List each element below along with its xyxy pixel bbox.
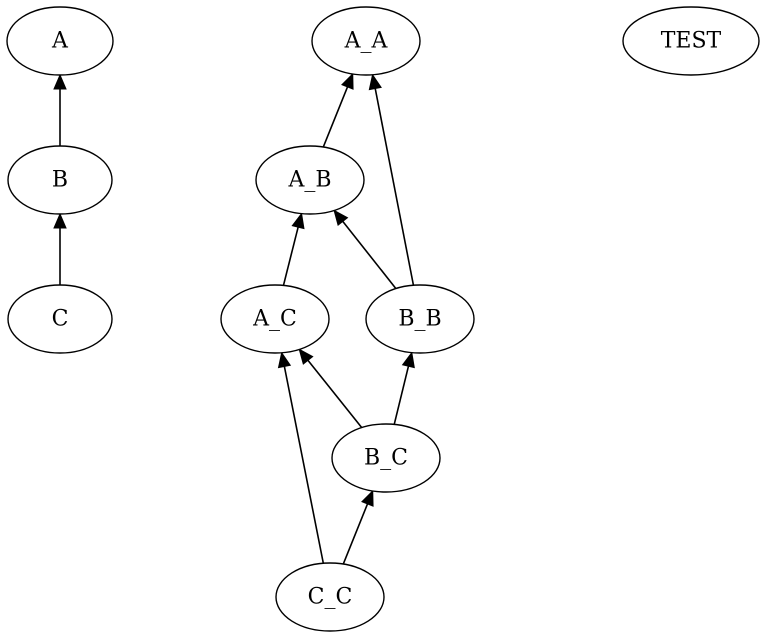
- arrowhead-icon: [401, 351, 415, 369]
- nodes-layer: A B C A_A A_B A_C B_B B_C: [6, 6, 760, 632]
- edge-line: [374, 88, 415, 286]
- edge-line: [322, 86, 349, 148]
- node-a-a[interactable]: A_A: [311, 6, 421, 76]
- node-b-c-shape: [331, 423, 441, 493]
- node-b-label: B: [52, 168, 68, 193]
- edge-b-to-a: [53, 73, 67, 146]
- node-c-label: C: [52, 307, 69, 332]
- arrowhead-icon: [341, 72, 354, 90]
- node-test-shape: [622, 6, 760, 76]
- node-a[interactable]: A: [6, 6, 114, 76]
- node-a-label: A: [51, 29, 69, 54]
- edge-c-c-to-a-c: [277, 351, 325, 564]
- node-c-c[interactable]: C_C: [275, 562, 385, 632]
- node-a-c[interactable]: A_C: [220, 284, 330, 354]
- arrowhead-icon: [298, 348, 314, 365]
- node-test[interactable]: TEST: [622, 6, 760, 76]
- arrowhead-icon: [53, 212, 67, 229]
- arrowhead-icon: [53, 73, 67, 90]
- node-c-c-shape: [275, 562, 385, 632]
- node-b-b-shape: [365, 284, 475, 354]
- node-b-b-label: B_B: [398, 307, 441, 332]
- node-b-shape: [7, 145, 113, 215]
- node-a-b[interactable]: A_B: [255, 145, 365, 215]
- node-c[interactable]: C: [7, 284, 113, 354]
- node-a-c-label: A_C: [252, 307, 297, 332]
- arrowhead-icon: [291, 212, 305, 230]
- edge-b-b-to-a-a: [368, 73, 415, 286]
- edge-line: [307, 359, 363, 429]
- edge-a-b-to-a-a: [322, 72, 354, 148]
- node-a-b-label: A_B: [287, 168, 331, 193]
- edges-layer: [53, 72, 415, 565]
- arrowhead-icon: [368, 73, 382, 91]
- node-b-b[interactable]: B_B: [365, 284, 475, 354]
- edge-c-to-b: [53, 212, 67, 285]
- edge-b-c-to-a-c: [298, 348, 363, 429]
- node-a-a-label: A_A: [344, 29, 389, 54]
- edge-line: [342, 220, 397, 290]
- node-c-shape: [7, 284, 113, 354]
- edge-b-b-to-a-b: [333, 209, 397, 290]
- edge-line: [283, 366, 325, 564]
- node-a-shape: [6, 6, 114, 76]
- arrowhead-icon: [333, 209, 349, 226]
- arrowhead-icon: [361, 489, 374, 507]
- node-b-c[interactable]: B_C: [331, 423, 441, 493]
- node-a-b-shape: [255, 145, 365, 215]
- arrowhead-icon: [277, 351, 292, 369]
- edge-a-c-to-a-b: [282, 212, 305, 286]
- node-b-c-label: B_C: [364, 446, 408, 471]
- node-test-label: TEST: [661, 29, 722, 54]
- edge-line: [282, 226, 299, 286]
- edge-c-c-to-b-c: [342, 489, 374, 565]
- node-b[interactable]: B: [7, 145, 113, 215]
- node-c-c-label: C_C: [308, 585, 353, 610]
- node-a-c-shape: [220, 284, 330, 354]
- edge-line: [393, 366, 410, 425]
- edge-b-c-to-b-b: [393, 351, 415, 425]
- node-a-a-shape: [311, 6, 421, 76]
- edge-line: [342, 503, 369, 565]
